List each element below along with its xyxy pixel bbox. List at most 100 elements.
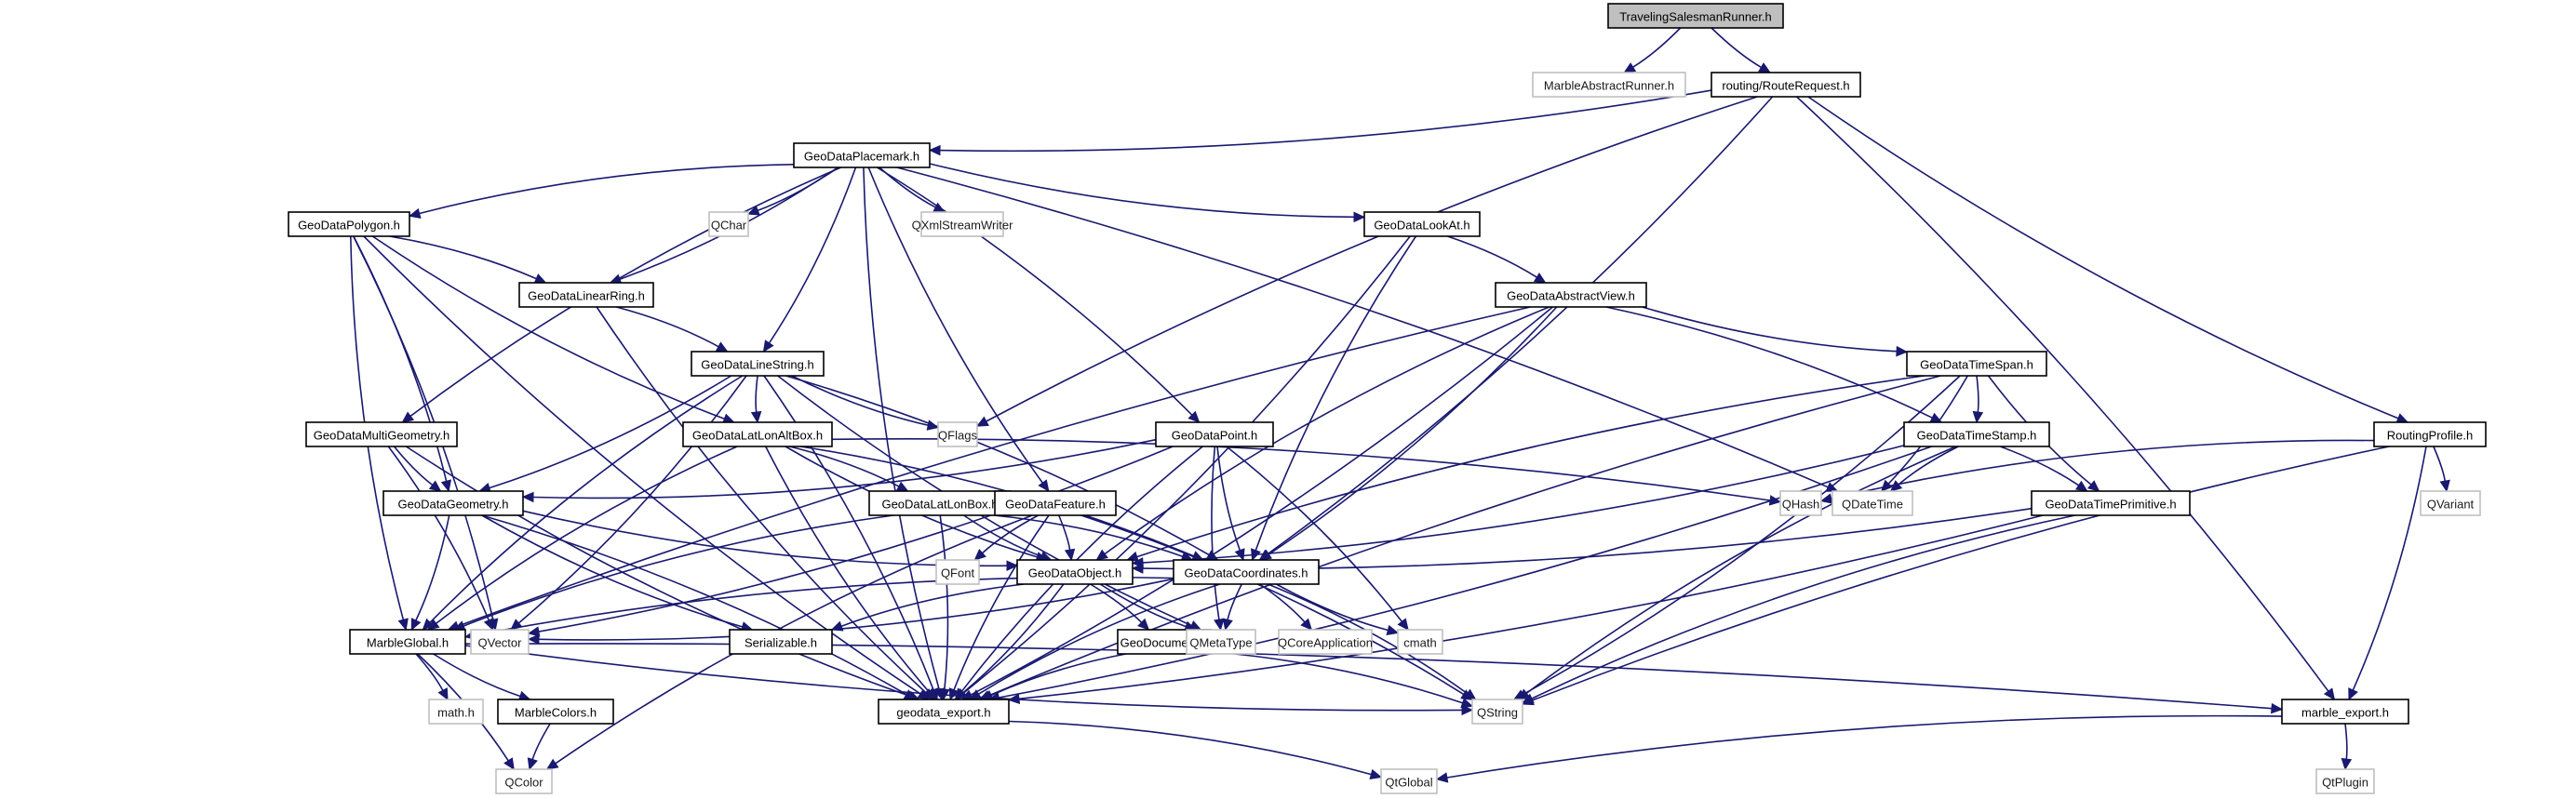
- graph-node-GeoDataFeature[interactable]: GeoDataFeature.h: [994, 490, 1117, 516]
- edge-GeoDataCoordinates-to-QCoreApplication: [1259, 583, 1306, 623]
- edge-GeoDataCoordinates-to-QString: [1268, 583, 1469, 695]
- graph-node-GeoDataLinearRing[interactable]: GeoDataLinearRing.h: [518, 282, 654, 308]
- arrowhead-icon: [1397, 618, 1409, 631]
- arrowhead-icon: [440, 479, 452, 493]
- edge-marble_export-to-QtPlugin: [2344, 723, 2348, 760]
- graph-node-GeoDataPolygon[interactable]: GeoDataPolygon.h: [288, 211, 410, 237]
- graph-node-GeoDataLatLonAltBox[interactable]: GeoDataLatLonAltBox.h: [682, 421, 833, 447]
- graph-node-GeoDataTimeSpan[interactable]: GeoDataTimeSpan.h: [1906, 351, 2047, 377]
- edge-TravelingSalesmanRunner-to-MarbleAbstractRunner: [1632, 27, 1682, 68]
- edge-GeoDataPolygon-to-GeoDataLatLonAltBox: [371, 235, 725, 419]
- graph-node-Serializable[interactable]: Serializable.h: [729, 629, 833, 655]
- edge-GeoDataPoint-to-GeoDataGeometry: [532, 438, 1157, 499]
- arrowhead-icon: [1222, 618, 1233, 632]
- node-box: [1607, 3, 1784, 29]
- node-box: [1903, 421, 2050, 447]
- arrowhead-icon: [2086, 480, 2100, 492]
- edge-GeoDataPlacemark-to-GeoDataLookAt: [929, 163, 1355, 219]
- arrowhead-icon: [483, 618, 494, 632]
- graph-node-GeoDataTimePrimitive[interactable]: GeoDataTimePrimitive.h: [2031, 490, 2191, 516]
- arrowhead-icon: [973, 548, 986, 561]
- graph-node-GeoDataLookAt[interactable]: GeoDataLookAt.h: [1363, 211, 1481, 237]
- node-box: [691, 351, 825, 377]
- graph-node-QVariant: QVariant: [2420, 490, 2481, 516]
- graph-node-RouteRequest[interactable]: routing/RouteRequest.h: [1711, 72, 1861, 98]
- edge-GeoDataAbstractView-to-geodata_export: [970, 306, 1553, 696]
- arrowhead-icon: [1460, 698, 1474, 709]
- node-box: [1906, 351, 2047, 377]
- node-label: TravelingSalesmanRunner.h: [1619, 10, 1772, 24]
- arrowhead-icon: [1131, 563, 1144, 574]
- graph-node-QXmlStreamWriter: QXmlStreamWriter: [912, 211, 1013, 237]
- arrowhead-icon: [895, 481, 909, 492]
- node-box: [349, 629, 466, 655]
- arrowhead-icon: [2074, 480, 2088, 492]
- graph-node-MarbleColors[interactable]: MarbleColors.h: [497, 699, 614, 725]
- edge-MarbleGlobal-to-QString: [464, 645, 1463, 712]
- node-label: QFont: [941, 566, 975, 580]
- node-label: QVector: [478, 636, 523, 650]
- node-label: GeoDataTimeStamp.h: [1917, 429, 2037, 443]
- graph-node-GeoDataObject[interactable]: GeoDataObject.h: [1016, 559, 1134, 585]
- graph-node-geodata-export[interactable]: geodata_export.h: [878, 699, 1010, 725]
- arrowhead-icon: [1461, 704, 1474, 716]
- graph-node-RoutingProfile[interactable]: RoutingProfile.h: [2373, 421, 2487, 447]
- graph-node-GeoDataTimeStamp[interactable]: GeoDataTimeStamp.h: [1903, 421, 2050, 447]
- node-box: [428, 699, 484, 725]
- graph-node-GeoDataMultiGeometry[interactable]: GeoDataMultiGeometry.h: [305, 421, 458, 447]
- graph-node-GeoDataCoordinates[interactable]: GeoDataCoordinates.h: [1173, 559, 1320, 585]
- node-box: [1380, 768, 1438, 794]
- edge-GeoDataPlacemark-to-QDateTime: [896, 166, 1829, 488]
- edge-TravelingSalesmanRunner-to-RouteRequest: [1711, 27, 1762, 69]
- arrowhead-icon: [746, 205, 760, 216]
- graph-node-GeoDataGeometry[interactable]: GeoDataGeometry.h: [382, 490, 524, 516]
- node-box: [2315, 768, 2375, 794]
- edge-marble_export-to-QtGlobal: [1446, 714, 2283, 779]
- graph-node-GeoDataLatLonBox[interactable]: GeoDataLatLonBox.h: [868, 490, 1012, 516]
- edge-GeoDataPlacemark-to-GeoDataPolygon: [419, 164, 795, 215]
- graph-node-TravelingSalesmanRunner[interactable]: TravelingSalesmanRunner.h: [1607, 3, 1784, 29]
- edge-GeoDataMultiGeometry-to-QVector: [387, 446, 490, 621]
- arrowhead-icon: [2341, 757, 2353, 771]
- graph-node-QDateTime: QDateTime: [1831, 490, 1913, 516]
- edge-RoutingProfile-to-QHash: [1831, 439, 2375, 499]
- edge-GeoDataLatLonBox-to-GeoDataObject: [963, 514, 1042, 557]
- edge-GeoDataTimePrimitive-to-QString: [1531, 514, 2075, 699]
- edge-GeoDataCoordinates-to-QMetaType: [1227, 583, 1243, 620]
- graph-node-MarbleGlobal[interactable]: MarbleGlobal.h: [349, 629, 466, 655]
- arrowhead-icon: [1386, 624, 1400, 636]
- edge-GeoDataTimeStamp-to-QDateTime: [1898, 446, 1959, 486]
- edge-GeoDataLatLonAltBox-to-GeoDataCoordinates: [799, 446, 1195, 557]
- node-label: GeoDataObject.h: [1028, 566, 1121, 580]
- edge-GeoDataGeometry-to-Serializable: [481, 514, 743, 628]
- node-box: [729, 629, 833, 655]
- edge-GeoDataLookAt-to-GeoDataAbstractView: [1447, 235, 1537, 278]
- graph-node-GeoDataPoint[interactable]: GeoDataPoint.h: [1155, 421, 1274, 447]
- graph-node-GeoDataAbstractView[interactable]: GeoDataAbstractView.h: [1495, 282, 1647, 308]
- graph-node-GeoDataPlacemark[interactable]: GeoDataPlacemark.h: [793, 142, 931, 168]
- arrowhead-icon: [1463, 688, 1477, 700]
- node-box: [1016, 559, 1134, 585]
- arrowhead-icon: [1006, 560, 1019, 571]
- edge-GeoDataLinearRing-to-GeoDataLineString: [616, 306, 719, 348]
- graph-node-GeoDataLineString[interactable]: GeoDataLineString.h: [691, 351, 825, 377]
- graph-node-marble-export[interactable]: marble_export.h: [2281, 699, 2409, 725]
- edge-GeoDataLatLonAltBox-to-GeoDataLatLonBox: [789, 446, 900, 487]
- edge-GeoDataAbstractView-to-GeoDataTimeSpan: [1642, 306, 1898, 353]
- arrowhead-icon: [1187, 410, 1201, 423]
- node-box: [1278, 629, 1373, 655]
- edge-GeoDataMultiGeometry-to-geodata_export: [405, 446, 910, 698]
- node-label: routing/RouteRequest.h: [1722, 79, 1849, 93]
- edge-GeoDataLatLonAltBox-to-MarbleGlobal: [436, 446, 738, 624]
- edge-GeoDataPoint-to-cmath: [1226, 446, 1403, 622]
- arrowhead-icon: [2323, 687, 2336, 700]
- edge-RoutingProfile-to-QString: [1532, 446, 2390, 701]
- arrowhead-icon: [422, 618, 435, 631]
- edge-GeoDataPolygon-to-GeoDataLinearRing: [389, 235, 537, 280]
- node-box: [793, 142, 931, 168]
- edge-RouteRequest-to-GeoDataPlacemark: [939, 89, 1712, 153]
- node-label: GeoDataAbstractView.h: [1507, 289, 1635, 303]
- graph-node-MarbleAbstractRunner: MarbleAbstractRunner.h: [1532, 72, 1686, 98]
- edge-MarbleColors-to-QColor: [531, 723, 551, 760]
